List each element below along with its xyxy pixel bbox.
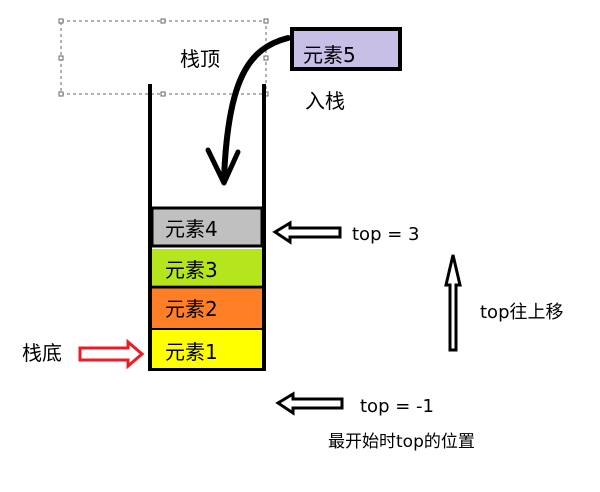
push-action-label: 入栈 — [305, 89, 345, 113]
initial-top-label: top = -1 — [360, 396, 434, 417]
push-element-label: 元素5 — [303, 43, 356, 67]
top-move-up-arrow — [444, 254, 462, 352]
stack-container — [148, 84, 266, 371]
stack-element-3: 元素3 — [152, 249, 262, 285]
stack-bottom-label: 栈底 — [22, 341, 62, 365]
stack-element-2: 元素2 — [152, 287, 262, 328]
top-pointer-arrow — [272, 220, 342, 245]
stack-element-label: 元素3 — [165, 258, 218, 282]
push-element: 元素5 — [290, 27, 402, 71]
initial-top-note: 最开始时top的位置 — [328, 432, 475, 452]
stack-top-label: 栈顶 — [180, 47, 220, 71]
top-pointer-label: top = 3 — [352, 224, 419, 245]
stack-element-4: 元素4 — [150, 206, 264, 248]
push-arrow — [205, 35, 291, 186]
initial-top-pointer-arrow — [275, 391, 344, 416]
stack-element-label: 元素2 — [165, 297, 218, 321]
top-move-up-label: top往上移 — [480, 302, 564, 323]
stack-bottom-arrow — [78, 338, 145, 370]
stack-element-label: 元素4 — [165, 217, 218, 241]
stack-element-label: 元素1 — [165, 340, 218, 364]
stack-element-1: 元素1 — [152, 330, 262, 368]
